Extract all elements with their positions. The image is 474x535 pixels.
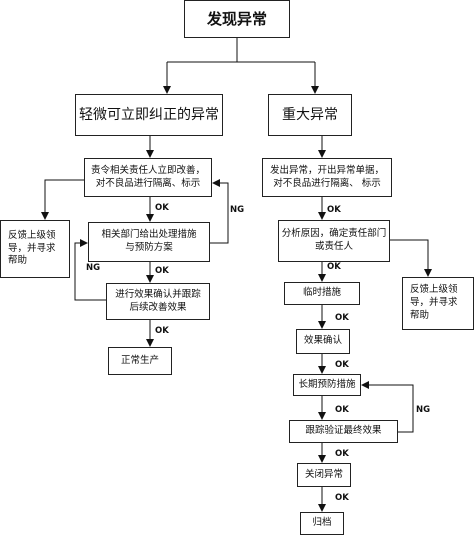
left-step-normal-production: 正常生产 bbox=[108, 347, 172, 375]
ok-label: OK bbox=[155, 326, 169, 336]
arrow bbox=[41, 179, 84, 220]
ok-label: OK bbox=[335, 313, 349, 323]
right-step-verify-final-effect: 跟踪验证最终效果 bbox=[289, 420, 398, 443]
ok-label: OK bbox=[335, 360, 349, 370]
right-step-root-cause-analysis: 分析原因，确定责任部门 或责任人 bbox=[278, 220, 390, 262]
arrow bbox=[74, 239, 106, 301]
ng-label: NG bbox=[86, 263, 101, 273]
right-step-close-anomaly: 关闭异常 bbox=[297, 463, 351, 487]
arrow bbox=[210, 179, 229, 244]
ok-label: OK bbox=[335, 405, 349, 415]
ok-label: OK bbox=[335, 449, 349, 459]
right-step-temporary-measures: 临时措施 bbox=[284, 282, 360, 305]
left-step-effect-confirmation: 进行效果确认并跟踪 后续改善效果 bbox=[106, 283, 210, 320]
left-feedback-to-supervisor: 反馈上级领 导，并寻求 帮助 bbox=[0, 220, 70, 278]
right-step-effect-confirmation: 效果确认 bbox=[296, 329, 350, 354]
left-step-countermeasure-plan: 相关部门给出处理措施 与预防方案 bbox=[88, 222, 210, 262]
ok-label: OK bbox=[327, 262, 341, 272]
ng-label: NG bbox=[230, 205, 245, 215]
right-feedback-to-supervisor: 反馈上级领 导，并寻求 帮助 bbox=[402, 277, 474, 330]
arrow bbox=[390, 239, 432, 277]
ng-label: NG bbox=[416, 405, 431, 415]
left-step-immediate-correction: 责令相关责任人立即改善， 对不良品进行隔离、标示 bbox=[84, 158, 212, 197]
right-step-long-term-prevention: 长期预防措施 bbox=[293, 374, 361, 396]
start-node-title: 发现异常 bbox=[184, 0, 290, 38]
ok-label: OK bbox=[155, 203, 169, 213]
arrow bbox=[361, 381, 414, 433]
right-step-archive: 归档 bbox=[300, 512, 344, 535]
right-step-issue-anomaly-report: 发出异常，开出异常单据， 对不良品进行隔离、 标示 bbox=[262, 158, 392, 197]
ok-label: OK bbox=[327, 205, 341, 215]
major-anomaly-category: 重大异常 bbox=[268, 94, 352, 136]
ok-label: OK bbox=[335, 493, 349, 503]
minor-anomaly-category: 轻微可立即纠正的异常 bbox=[75, 94, 223, 136]
ok-label: OK bbox=[155, 266, 169, 276]
